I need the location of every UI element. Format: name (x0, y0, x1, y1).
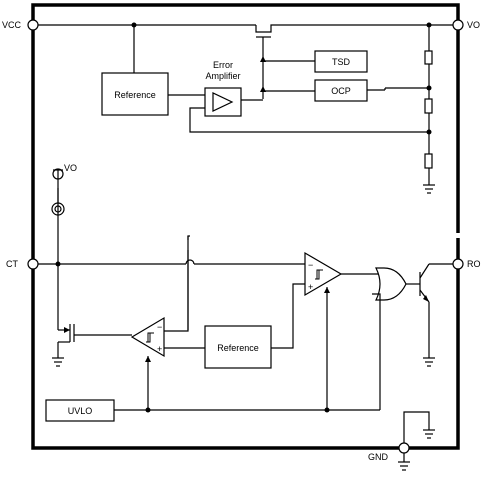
junction-dots-top (131, 22, 432, 135)
or-gate-icon (375, 267, 407, 301)
arrowheads-top (260, 56, 266, 92)
tsd-block (314, 50, 368, 73)
ic-package-outline (31, 3, 460, 450)
gnd-internal (403, 411, 430, 462)
error-amplifier-block (204, 87, 242, 117)
pin-ct-label: CT (6, 259, 18, 269)
pin-vcc-label: VCC (2, 20, 22, 30)
ground-symbol-divider (423, 184, 435, 194)
error-amplifier-label-1: Error (213, 60, 233, 70)
ct-comp-supply-arrow-icon (145, 356, 151, 362)
ro-comp-supply-arrow-icon (324, 287, 330, 293)
power-path (33, 24, 458, 185)
reference-block-top (101, 72, 169, 116)
pin-circles (27, 19, 464, 454)
ground-symbol-external (398, 461, 410, 471)
ro-comparator-plus: + (308, 282, 313, 292)
reference-block-bottom-label: Reference (217, 343, 259, 353)
ct-comparator-minus: − (157, 322, 162, 332)
reference-block-bottom (204, 325, 272, 369)
ro-transistor-arrow-icon (423, 295, 429, 302)
pin-ro-label: RO (467, 259, 481, 269)
ground-symbol-ro (423, 357, 435, 367)
ocp-block-label: OCP (331, 86, 351, 96)
tsd-block-label: TSD (332, 57, 351, 67)
reference-block-top-label: Reference (114, 90, 156, 100)
discharge-arrow-icon (64, 327, 70, 333)
pin-gnd-label: GND (368, 452, 389, 462)
ground-symbol-discharge (52, 357, 64, 367)
junction-dots-bottom (55, 261, 330, 413)
ct-comparator-plus: + (157, 344, 162, 354)
error-amplifier-triangle (212, 92, 234, 112)
error-amplifier-label-2: Amplifier (205, 71, 240, 81)
ro-output-transistor (419, 263, 458, 358)
hysteresis-icon-2 (315, 269, 323, 280)
ro-comparator-minus: − (308, 260, 313, 270)
discharge-transistor (57, 324, 132, 358)
pin-vo-label: VO (467, 20, 480, 30)
or-second-input-wire (372, 293, 381, 410)
ground-symbol-internal (423, 429, 435, 439)
ref-to-ro-comp-wire (271, 283, 305, 349)
vo-source-node (52, 168, 64, 180)
hidden-mask (186, 240, 192, 250)
vo-source-label: VO (64, 163, 77, 173)
mask-right (190, 233, 460, 238)
current-source-inner (54, 205, 62, 213)
uvlo-block-label: UVLO (68, 406, 93, 416)
ro-comparator-triangle (304, 251, 343, 297)
hysteresis-icon-1 (146, 332, 154, 343)
